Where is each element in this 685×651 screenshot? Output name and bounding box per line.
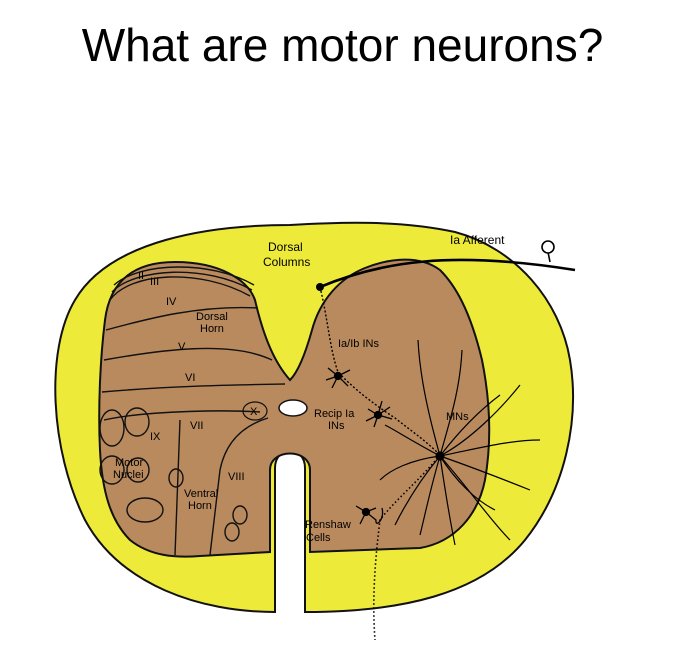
recip-ia-interneuron: [365, 400, 393, 428]
ia-ib-ins-label: Ia/Ib INs: [338, 338, 379, 350]
ia-ib-interneuron: [325, 367, 351, 389]
renshaw-cell: [355, 505, 384, 525]
ia-afferent-label: Ia Afferent: [450, 233, 505, 247]
dorsal-horn-label-2: Horn: [200, 323, 224, 335]
motor-nuclei-label-2: Nuclei: [113, 469, 144, 481]
lamina-x-label: X: [250, 406, 258, 418]
lamina-iv-label: IV: [166, 296, 177, 308]
dorsal-horn-label-1: Dorsal: [196, 311, 228, 323]
dorsal-columns-label-1: Dorsal: [268, 240, 303, 254]
lamina-ii-label: II: [138, 270, 144, 282]
mns-label: MNs: [446, 411, 469, 423]
dorsal-columns-label-2: Columns: [263, 255, 310, 269]
lamina-v-label: V: [178, 341, 186, 353]
renshaw-label-2: Cells: [306, 532, 331, 544]
renshaw-label-1: Renshaw: [305, 519, 351, 531]
lamina-ix-label: IX: [150, 431, 161, 443]
lamina-vi-label: VI: [185, 372, 195, 384]
slide-title: What are motor neurons?: [81, 19, 604, 71]
ventral-horn-label-1: Ventral: [184, 488, 218, 500]
central-canal: [278, 399, 308, 417]
recip-ia-label-1: Recip Ia: [314, 408, 355, 420]
lamina-viii-label: VIII: [228, 471, 245, 483]
ia-afferent-terminal: [316, 283, 324, 291]
motor-nuclei-ellipses: [99, 407, 248, 542]
ventral-horn-label-2: Horn: [188, 500, 212, 512]
motor-nuclei-label-1: Motor: [115, 457, 143, 469]
lamina-iii-label: III: [150, 276, 159, 288]
motor-neuron: [379, 339, 541, 546]
dorsal-horn-laminae-lines: [101, 266, 286, 556]
lamina-x-circle: [242, 401, 268, 421]
lamina-vii-label: VII: [190, 420, 203, 432]
recip-ia-label-2: INs: [328, 420, 345, 432]
